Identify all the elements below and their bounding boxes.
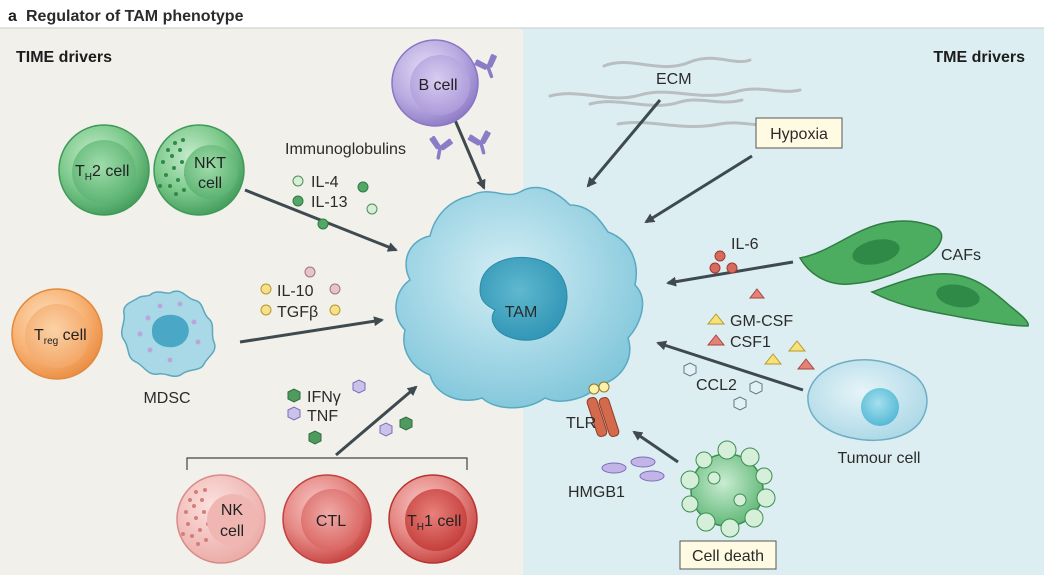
immunoglobulin-icons — [429, 54, 497, 160]
il6-label: IL-6 — [731, 236, 759, 253]
treg-cell: Treg cell — [11, 288, 103, 380]
csf1-label: CSF1 — [730, 334, 771, 351]
cell-death-box — [679, 540, 777, 570]
th1-cell-label: TH1 cell — [407, 513, 461, 533]
arrow-treg-to-tam — [239, 316, 384, 344]
il10-tgfb-dots — [260, 266, 341, 316]
mdsc-granules — [137, 301, 201, 363]
apoptotic-blebs — [680, 440, 776, 538]
il4-label: IL-4 — [311, 174, 339, 191]
tme-drivers-header: TME drivers — [933, 49, 1025, 66]
tgfb-label: TGFβ — [277, 304, 318, 321]
tam-cell: TAM — [395, 186, 644, 409]
nkt-cell-label-line1: NKT — [194, 155, 226, 172]
mdsc-cell — [121, 290, 216, 377]
th1-cell: TH1 cell — [388, 474, 478, 564]
tlr-receptor — [586, 381, 620, 438]
ecm-label: ECM — [656, 71, 692, 88]
arrow-ecm-to-tam — [586, 99, 662, 188]
th2-cell-label: TH2 cell — [75, 163, 129, 183]
mdsc-label: MDSC — [143, 390, 190, 407]
arrow-lymphocytes-to-tam — [335, 385, 418, 457]
nk-cell-label-line1: NK — [221, 502, 244, 519]
nkt-cell: NKT cell — [153, 124, 245, 216]
nk-cell-label-line2: cell — [220, 523, 244, 540]
il4-il13-dots — [292, 175, 378, 230]
nk-granules — [181, 488, 210, 546]
ifng-tnf-hexagons — [287, 379, 413, 445]
panel-letter: a — [8, 8, 17, 25]
tlr-label: TLR — [566, 415, 596, 432]
il13-label: IL-13 — [311, 194, 348, 211]
arrow-death-to-tlr — [632, 430, 679, 464]
lymphocyte-bracket — [186, 457, 468, 470]
gmcsf-csf1-triangles — [706, 288, 816, 370]
hypoxia-label: Hypoxia — [770, 126, 828, 143]
hmgb1-label: HMGB1 — [568, 484, 625, 501]
th2-cell: TH2 cell — [58, 124, 150, 216]
tumour-cell — [807, 358, 928, 441]
treg-cell-label: Treg cell — [34, 327, 87, 347]
ccl2-label: CCL2 — [696, 377, 737, 394]
panel-title: Regulator of TAM phenotype — [26, 8, 244, 25]
ctl-cell: CTL — [282, 474, 372, 564]
tumour-cell-label: Tumour cell — [838, 450, 921, 467]
ccl2-hexagons — [683, 362, 763, 411]
time-drivers-header: TIME drivers — [16, 49, 112, 66]
antibody-icon — [429, 135, 453, 160]
b-cell: B cell — [391, 39, 479, 127]
gmcsf-label: GM-CSF — [730, 313, 793, 330]
il10-label: IL-10 — [277, 283, 314, 300]
dying-cell — [680, 440, 776, 538]
arrow-bcell-to-tam — [453, 119, 486, 190]
arrow-hypoxia-to-tam — [644, 154, 753, 224]
ctl-label: CTL — [316, 513, 346, 530]
cafs-label: CAFs — [941, 247, 981, 264]
hmgb1-ovals — [601, 456, 665, 482]
antibody-icon — [474, 54, 497, 79]
il6-dots — [709, 250, 738, 274]
hypoxia-box — [755, 117, 843, 149]
nk-cell: NK cell — [176, 474, 266, 564]
nkt-cell-label-line2: cell — [198, 175, 222, 192]
cell-death-label: Cell death — [692, 548, 764, 565]
immunoglobulins-label: Immunoglobulins — [285, 141, 406, 158]
tam-label: TAM — [505, 304, 538, 321]
arrow-tumour-to-tam — [656, 340, 804, 392]
b-cell-label: B cell — [418, 77, 457, 94]
antibody-icon — [467, 130, 491, 155]
ifng-label: IFNγ — [307, 389, 341, 406]
tnf-label: TNF — [307, 408, 338, 425]
cafs — [798, 220, 1029, 327]
